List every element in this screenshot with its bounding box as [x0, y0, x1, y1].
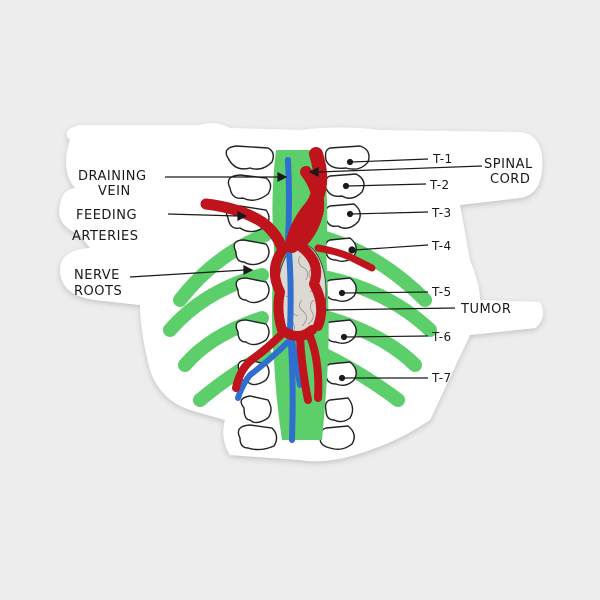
label-vertebra-t4: T-4	[431, 239, 452, 253]
artery-lower-right	[306, 332, 323, 402]
label-draining-vein-1: DRAINING	[78, 169, 147, 184]
nerve-root-left-1	[173, 228, 272, 307]
label-leaders-left	[129, 172, 288, 278]
artery-top-loop	[294, 166, 325, 250]
artery-left-feeder	[200, 198, 288, 254]
label-spinal-cord-2: CORD	[490, 172, 530, 187]
vertebra-left-4	[233, 239, 270, 266]
vertebra-right-9	[319, 425, 355, 451]
vein-branch-right	[289, 337, 303, 388]
vertebra-left-2	[227, 174, 272, 201]
vein-branch-left	[235, 337, 293, 401]
feeding-arteries	[200, 147, 376, 404]
vertebra-left-8	[240, 395, 272, 424]
label-nerve-roots-1: NERVE	[74, 268, 120, 283]
vertebra-right-7	[324, 361, 357, 387]
nerve-roots	[163, 228, 437, 407]
label-vertebra-t5: T-5	[431, 285, 452, 299]
vertebra-right-3	[324, 203, 361, 229]
label-vertebra-t1: T-1	[432, 152, 453, 166]
vertebral-column	[225, 145, 370, 451]
artery-loop-right	[295, 241, 327, 331]
arrow-nerve-roots	[243, 265, 254, 275]
label-leaders-right	[308, 158, 483, 382]
artery-lower-center	[296, 334, 312, 404]
arrow-feeding-arteries	[237, 211, 248, 221]
draining-vein	[235, 157, 303, 443]
label-feeding-arteries-2: ARTERIES	[72, 229, 138, 244]
vertebra-left-9	[237, 424, 278, 451]
label-tumor: TUMOR	[460, 302, 511, 317]
vertebra-right-1	[324, 145, 370, 170]
vertebra-left-5	[235, 277, 270, 304]
vertebra-left-6	[235, 319, 270, 346]
artery-main-ascending	[285, 147, 328, 253]
vertebra-right-5	[324, 277, 357, 303]
vertebra-right-6	[324, 319, 357, 345]
label-feeding-arteries-1: FEEDING	[76, 208, 137, 223]
label-vertebra-t6: T-6	[431, 330, 452, 344]
vertebra-left-1	[225, 145, 275, 170]
label-vertebra-t7: T-7	[431, 371, 452, 385]
label-nerve-roots-2: ROOTS	[74, 284, 122, 299]
nerve-root-right-4	[318, 348, 405, 407]
label-spinal-cord-1: SPINAL	[484, 157, 533, 172]
artery-lower-left	[232, 328, 288, 392]
label-draining-vein-2: VEIN	[98, 184, 131, 199]
label-vertebra-t3: T-3	[431, 206, 452, 220]
vein-main	[284, 157, 296, 443]
arrow-spinal-cord	[308, 167, 319, 177]
label-vertebra-t2: T-2	[429, 178, 450, 192]
vertebra-right-8	[324, 397, 354, 423]
arrow-draining-vein	[277, 172, 288, 182]
artery-right-branch	[314, 244, 376, 272]
